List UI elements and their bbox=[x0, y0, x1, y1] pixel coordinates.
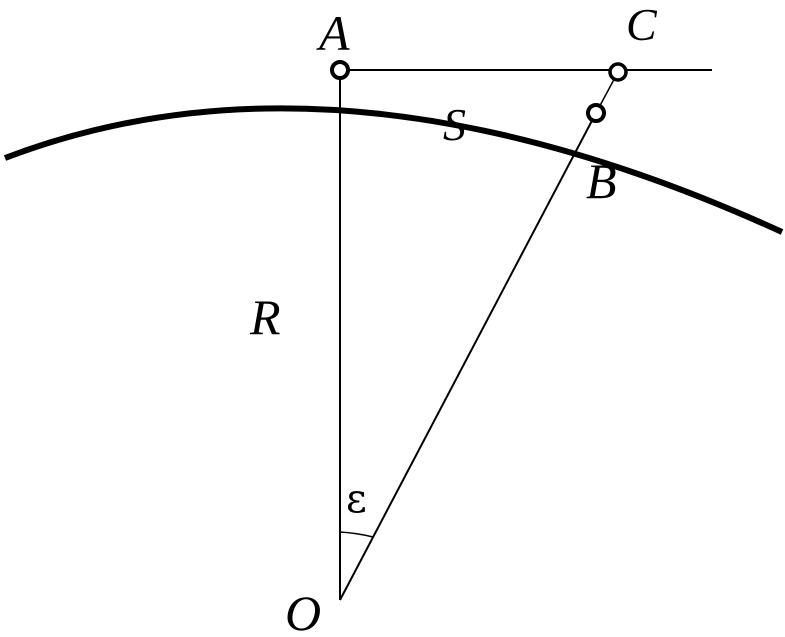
label-epsilon: ε bbox=[346, 476, 367, 522]
angle-epsilon-arc bbox=[339, 531, 374, 538]
surface-arc bbox=[3, 105, 784, 235]
label-c: C bbox=[626, 0, 658, 50]
label-r: R bbox=[249, 289, 281, 345]
point-c-marker bbox=[608, 62, 628, 82]
line-ob bbox=[339, 112, 597, 601]
label-a: A bbox=[316, 5, 350, 61]
label-s: S bbox=[443, 99, 466, 150]
label-o: O bbox=[285, 585, 321, 637]
point-b-marker bbox=[586, 103, 606, 123]
point-a-marker bbox=[330, 60, 350, 80]
label-b: B bbox=[586, 153, 617, 209]
